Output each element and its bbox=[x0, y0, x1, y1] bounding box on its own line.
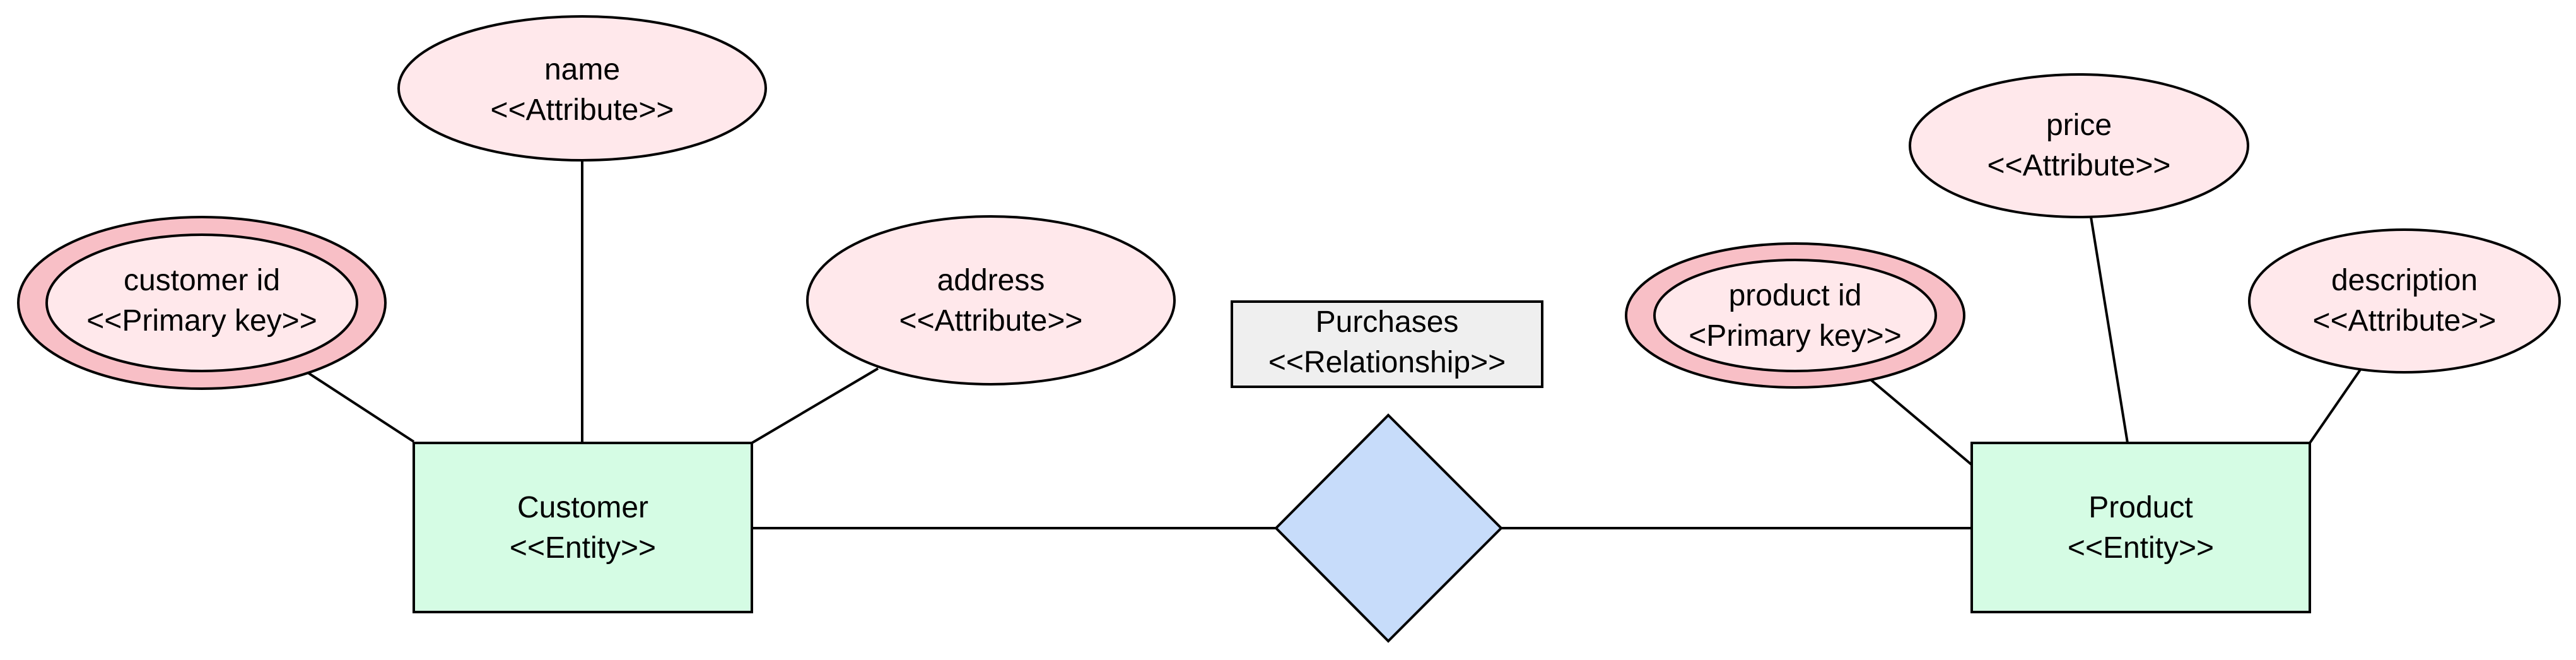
attribute-price[interactable]: price <<Attribute>> bbox=[1909, 73, 2249, 218]
attribute-ellipse bbox=[1909, 73, 2249, 218]
entity-stereotype: <<Entity>> bbox=[510, 531, 656, 565]
attribute-name: price bbox=[2046, 109, 2112, 142]
attribute-stereotype: <Primary key>> bbox=[1689, 319, 1901, 353]
attribute-stereotype: <<Primary key>> bbox=[86, 304, 317, 338]
entity-name: Customer bbox=[517, 491, 648, 524]
attribute-ellipse bbox=[397, 15, 767, 162]
attribute-customer-id[interactable]: customer id <<Primary key>> bbox=[17, 216, 387, 390]
connectors bbox=[306, 160, 2362, 529]
attribute-description[interactable]: description <<Attribute>> bbox=[2248, 228, 2561, 374]
edge-customer-id-customer bbox=[306, 371, 415, 443]
edge-description-product bbox=[2309, 368, 2362, 444]
entity-name: Product bbox=[2088, 491, 2193, 524]
attribute-name: description bbox=[2331, 264, 2478, 297]
relationship-label-box bbox=[1231, 300, 1543, 388]
entity-box bbox=[1970, 442, 2311, 613]
attribute-product-id[interactable]: product id <Primary key>> bbox=[1625, 242, 1965, 389]
entity-product[interactable]: Product <<Entity>> bbox=[1970, 442, 2311, 613]
attribute-name: name bbox=[544, 53, 620, 86]
attribute-name-node[interactable]: name <<Attribute>> bbox=[397, 15, 767, 162]
attribute-name: customer id bbox=[124, 264, 280, 297]
attribute-ellipse bbox=[2248, 228, 2561, 374]
entity-box bbox=[413, 442, 753, 613]
attribute-stereotype: <<Attribute>> bbox=[2313, 304, 2497, 338]
primary-key-inner-ellipse bbox=[1653, 259, 1937, 372]
relationship-name: Purchases bbox=[1316, 305, 1459, 339]
attribute-stereotype: <<Attribute>> bbox=[899, 304, 1083, 338]
entity-customer[interactable]: Customer <<Entity>> bbox=[413, 442, 753, 613]
attribute-stereotype: <<Attribute>> bbox=[491, 93, 674, 127]
relationship-diamond[interactable] bbox=[1274, 413, 1503, 643]
edge-price-product bbox=[2090, 216, 2129, 444]
attribute-ellipse bbox=[806, 215, 1176, 386]
edge-product-id-product bbox=[1870, 379, 1976, 468]
entity-stereotype: <<Entity>> bbox=[2068, 531, 2214, 565]
primary-key-inner-ellipse bbox=[45, 233, 358, 372]
relationship-stereotype: <<Relationship>> bbox=[1268, 346, 1506, 379]
relationship-label[interactable]: Purchases <<Relationship>> bbox=[1231, 300, 1543, 388]
attribute-address[interactable]: address <<Attribute>> bbox=[806, 215, 1176, 386]
attribute-name: address bbox=[937, 264, 1045, 297]
attribute-stereotype: <<Attribute>> bbox=[1988, 149, 2171, 182]
edge-address-customer bbox=[751, 367, 879, 444]
attribute-name: product id bbox=[1729, 279, 1862, 312]
